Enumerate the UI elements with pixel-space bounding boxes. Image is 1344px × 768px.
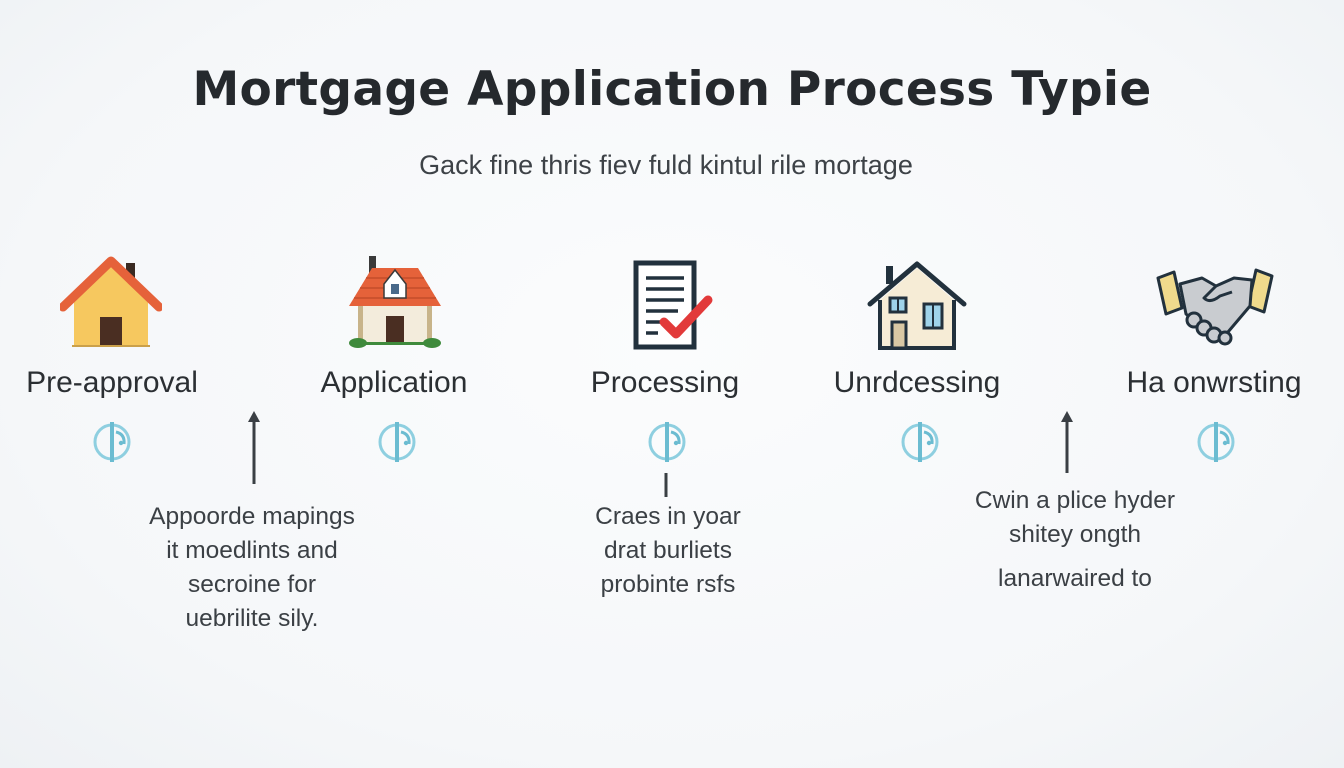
description-line: Cwin a plice hyder [974, 487, 1176, 514]
timeline-marker-icon [901, 422, 939, 462]
description-line: it moedlints and [166, 537, 338, 564]
step-label-unrdcessing: Unrdcessing [833, 366, 1001, 399]
timeline-marker-icon [648, 422, 686, 462]
up-arrow-icon [248, 411, 260, 484]
timeline-marker-icon [378, 422, 416, 462]
description-line: shitey ongth [1008, 521, 1142, 548]
step-label-application: Application [320, 366, 468, 399]
description-line: uebrilite sily. [185, 605, 319, 632]
description-line: Appoorde mapings [149, 503, 355, 530]
house-icon [60, 256, 162, 347]
house-with-chimney-icon [349, 256, 441, 348]
timeline-marker-icon [93, 422, 131, 462]
step-label-pre-approval: Pre-approval [26, 366, 198, 399]
step-label-processing: Processing [590, 366, 740, 399]
checklist-document-icon [633, 260, 713, 350]
description-middle: Craes in yoar drat burliets probinte rsf… [548, 500, 788, 602]
description-left: Appoorde mapings it moedlints and secroi… [112, 500, 392, 636]
outline-house-icon [867, 261, 967, 350]
page-subtitle: Gack fine thris fiev fuld kintul rile mo… [419, 150, 913, 180]
timeline-marker-icon [1197, 422, 1235, 462]
page-title: Mortgage Application Process Typie [192, 62, 1152, 117]
description-line: Craes in yoar [595, 503, 741, 530]
description-line: secroine for [187, 571, 316, 598]
description-right: Cwin a plice hyder shitey ongth lanarwai… [940, 484, 1210, 596]
step-label-ha-onwrsting: Ha onwrsting [1126, 366, 1302, 399]
description-line: drat burliets [603, 537, 732, 564]
description-line: probinte rsfs [600, 571, 736, 598]
connector-line [664, 473, 668, 497]
handshake-icon [1156, 268, 1274, 346]
up-arrow-icon [1061, 411, 1073, 473]
description-line: lanarwaired to [998, 565, 1152, 592]
